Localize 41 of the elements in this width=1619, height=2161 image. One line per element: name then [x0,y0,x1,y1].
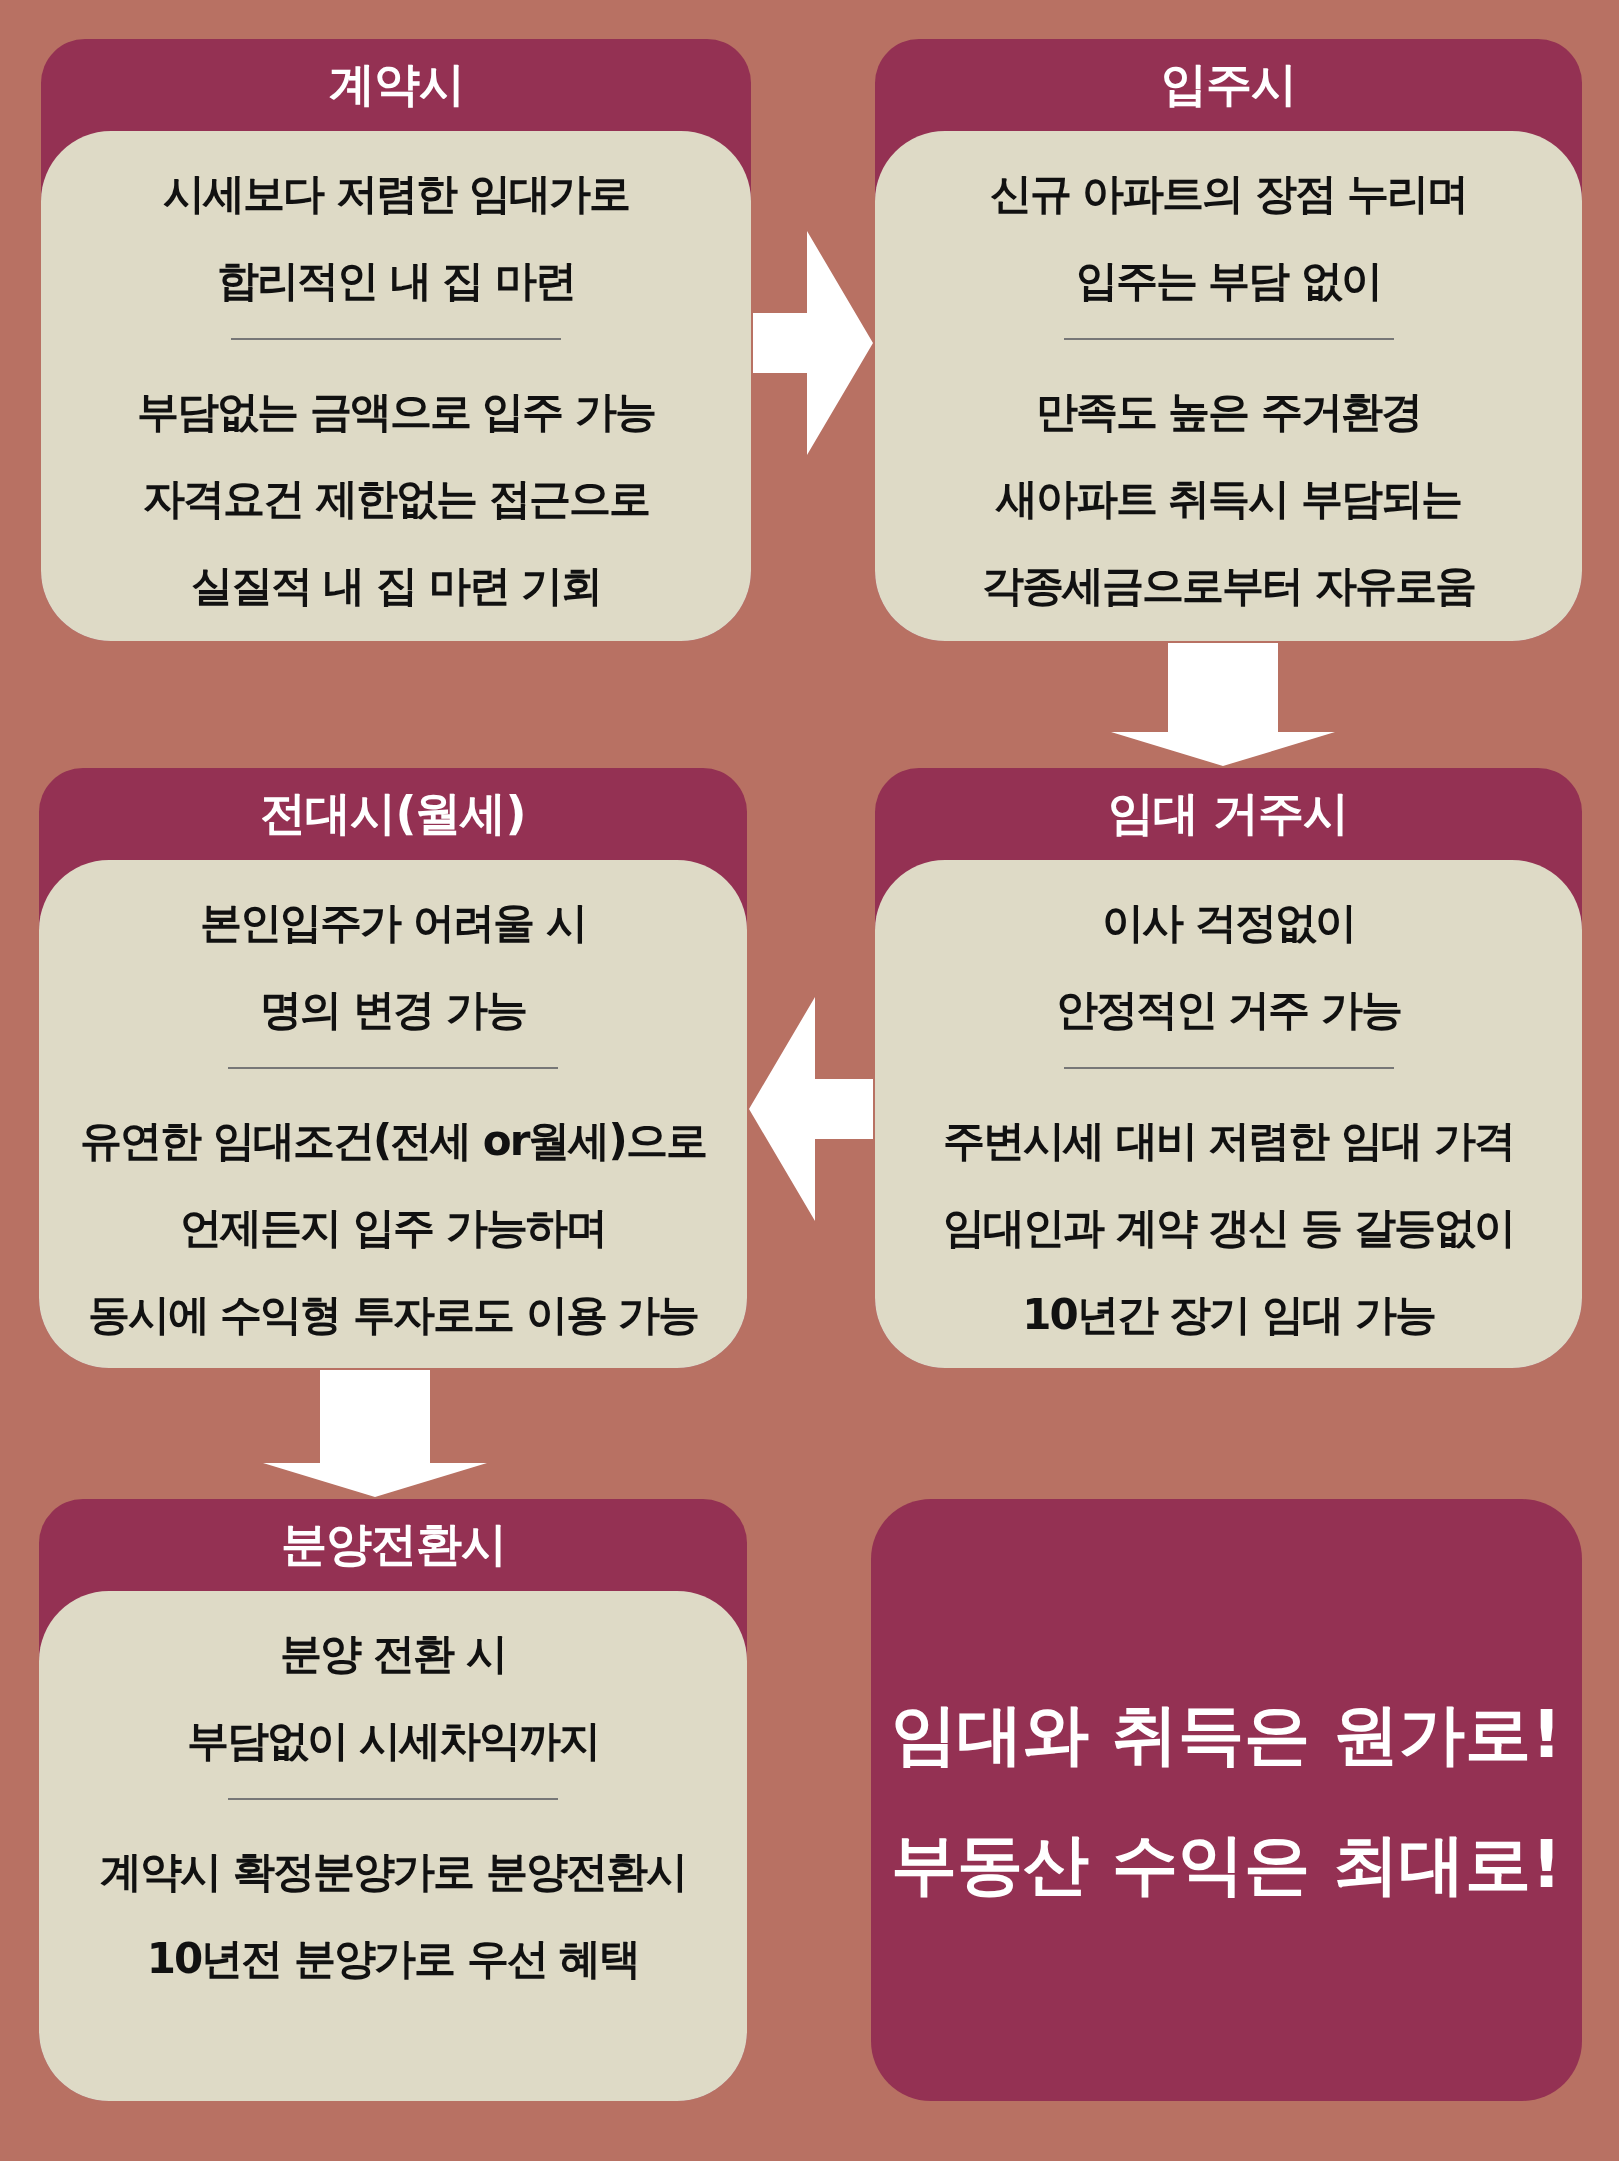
heading-text: 명의 변경 가능 [260,983,526,1036]
slogan-text: 임대와 취득은 원가로! [891,1695,1562,1775]
heading-text: 분양 전환 시 [280,1627,506,1680]
body-text: 만족도 높은 주거환경 [1035,385,1422,438]
body-text: 주변시세 대비 저렴한 임대 가격 [943,1114,1514,1167]
body-text: 10년전 분양가로 우선 혜택 [146,1932,640,1985]
card-title: 임대 거주시 [1108,785,1349,842]
step-card [39,1499,747,2101]
heading-text: 부담없이 시세차익까지 [186,1714,600,1767]
step-card [875,768,1582,1368]
body-text: 실질적 내 집 마련 기회 [190,559,602,612]
heading-text: 신규 아파트의 장점 누리며 [989,167,1468,220]
step-card [875,39,1582,641]
body-text: 계약시 확정분양가로 분양전환시 [100,1845,686,1898]
body-text: 자격요건 제한없는 접근으로 [143,472,649,525]
body-text: 각종세금으로부터 자유로움 [982,559,1475,612]
heading-text: 이사 걱정없이 [1102,896,1355,949]
body-text: 유연한 임대조건(전세 or월세)으로 [80,1114,706,1167]
body-text: 동시에 수익형 투자로도 이용 가능 [87,1288,699,1341]
body-text: 새아파트 취득시 부담되는 [995,472,1462,525]
body-text: 언제든지 입주 가능하며 [180,1201,606,1254]
slogan-text: 부동산 수익은 최대로! [891,1825,1562,1905]
card-title: 전대시(월세) [260,785,526,842]
card-title: 분양전환시 [280,1516,506,1573]
heading-text: 본인입주가 어려울 시 [200,896,586,949]
arrow [263,1370,487,1497]
body-text: 부담없는 금액으로 입주 가능 [137,385,655,438]
card-title: 입주시 [1161,56,1296,113]
heading-text: 안정적인 거주 가능 [1055,983,1402,1036]
card-title: 계약시 [328,56,464,113]
arrow [1111,643,1335,766]
step-card [41,39,751,641]
body-text: 임대인과 계약 갱신 등 갈등없이 [943,1201,1514,1254]
heading-text: 시세보다 저렴한 임대가로 [163,167,629,220]
heading-text: 입주는 부담 없이 [1075,254,1382,307]
body-text: 10년간 장기 임대 가능 [1022,1288,1435,1341]
heading-text: 합리적인 내 집 마련 [217,254,575,307]
step-card [39,768,747,1368]
arrow [749,997,873,1221]
arrow [753,231,873,455]
slogan-box [871,1499,1582,2101]
